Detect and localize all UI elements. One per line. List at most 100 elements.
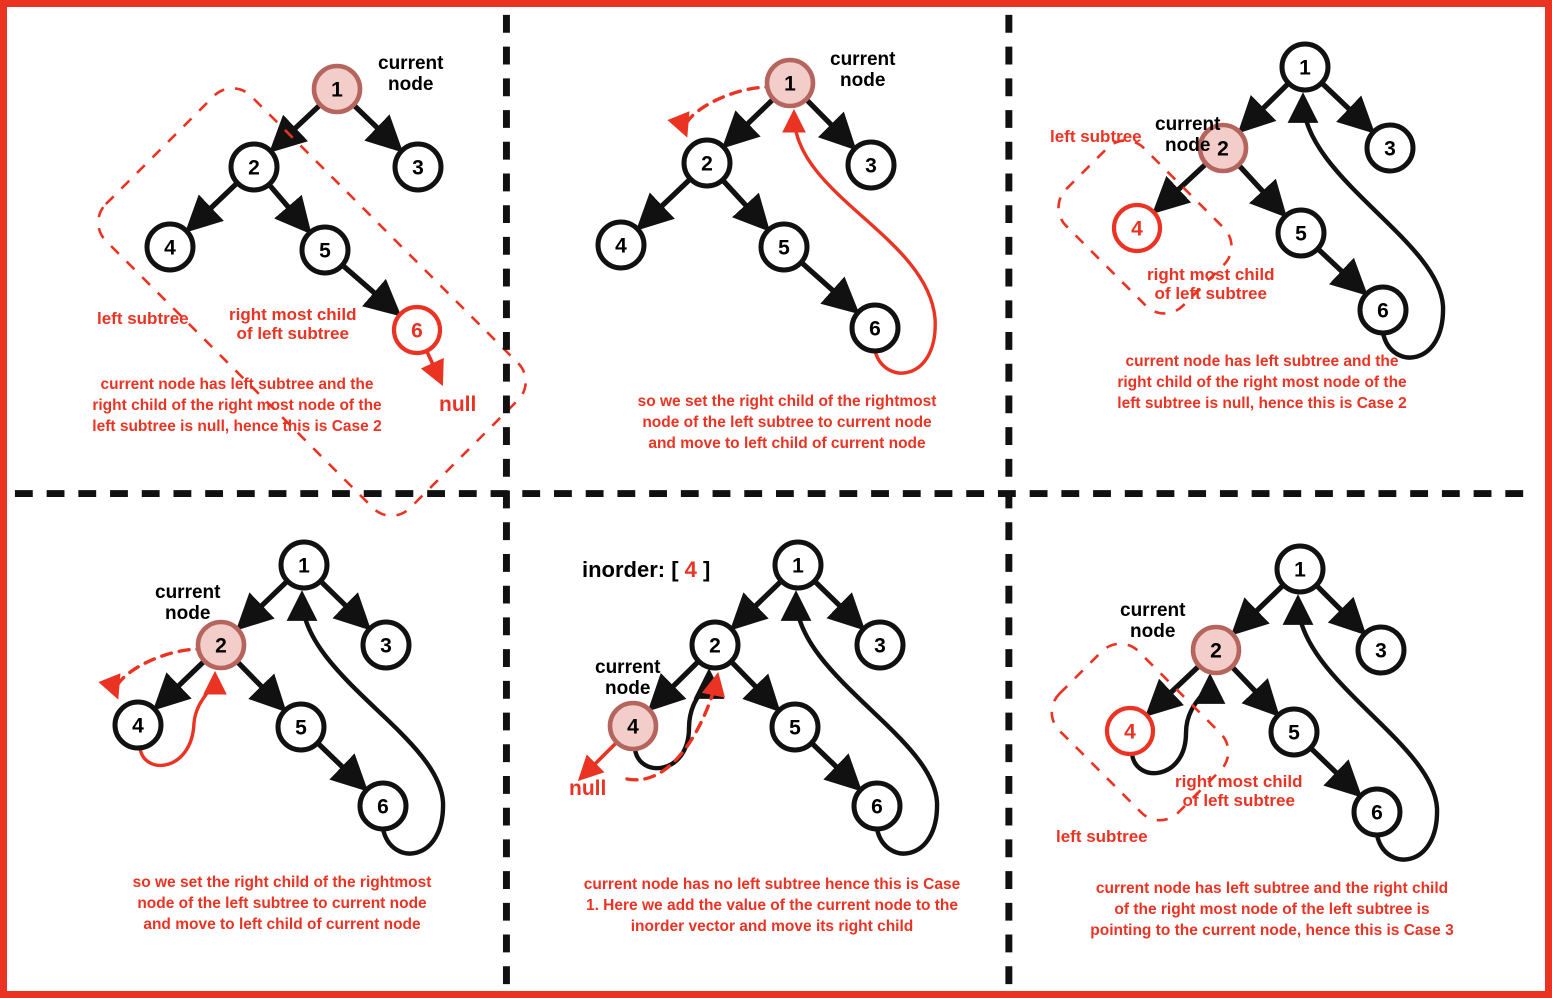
tree-node: 3 (1364, 122, 1416, 174)
node-circle (1275, 207, 1327, 259)
node-circle (607, 700, 659, 752)
node-label: 2 (709, 635, 721, 658)
node-circle (854, 619, 906, 671)
tree-edge (635, 176, 693, 231)
tree-node: 5 (1275, 207, 1327, 259)
tree-edge (729, 659, 781, 713)
node-circle (689, 619, 741, 671)
node-label: 5 (295, 717, 307, 740)
node-label: 1 (784, 73, 796, 96)
node-label: 2 (215, 635, 227, 658)
panel-caption: current node has left subtree and the ri… (1117, 353, 1407, 412)
left-subtree-label: left subtree (97, 309, 189, 328)
node-circle (681, 137, 733, 189)
tree-node: 3 (845, 139, 897, 191)
rightmost-child-label: right most child of left subtree (1175, 772, 1303, 811)
node-circle (1364, 122, 1416, 174)
tree-node: 3 (1355, 624, 1407, 676)
node-label: 3 (1384, 138, 1396, 161)
tree-edge (799, 260, 860, 315)
current-node-label: current node (1120, 600, 1186, 643)
rightmost-child-label: right most child of left subtree (229, 305, 357, 344)
left-subtree-label: left subtree (1056, 827, 1148, 846)
node-label: 6 (871, 796, 883, 819)
tree-edge (235, 659, 287, 713)
null-pointer-arrow (420, 349, 444, 387)
thread-edge-black (1282, 594, 1440, 862)
node-circle (299, 224, 351, 276)
panel-caption: so we set the right child of the rightmo… (132, 874, 432, 933)
node-label: 2 (1210, 640, 1222, 663)
node-circle (1197, 122, 1249, 174)
node-circle (758, 221, 810, 273)
tree-edge (269, 102, 323, 153)
tree-node: 3 (392, 141, 444, 193)
tree-edge (267, 182, 312, 235)
thread-edge-black (286, 590, 446, 856)
node-label: 2 (701, 153, 713, 176)
tree-node: 4 (1104, 705, 1156, 757)
tree-node: 2 (195, 619, 247, 671)
node-circle (1355, 624, 1407, 676)
node-label: 4 (1124, 721, 1136, 744)
tree-node: 6 (849, 302, 901, 354)
tree-node: 1 (1279, 41, 1331, 93)
panel-caption: current node has left subtree and the ri… (92, 376, 382, 435)
node-label: 6 (377, 796, 389, 819)
tree-node: 1 (311, 63, 363, 115)
tree-edge (1314, 583, 1367, 636)
tree-node: 1 (772, 539, 824, 591)
tree-edge (721, 97, 776, 149)
node-circle (1104, 705, 1156, 757)
tree-node: 6 (1357, 284, 1409, 336)
node-circle (849, 302, 901, 354)
tree-edge (804, 97, 857, 151)
dashed-subtree-region (96, 86, 528, 518)
tree-edge (235, 579, 290, 631)
node-label: 1 (298, 555, 310, 578)
node-circle (595, 219, 647, 271)
node-label: 4 (627, 716, 639, 739)
tree-node: 3 (854, 619, 906, 671)
node-label: 2 (248, 157, 260, 180)
node-label: 1 (331, 79, 343, 102)
node-label: 6 (1371, 802, 1383, 825)
node-circle (772, 539, 824, 591)
tree-edge (315, 741, 369, 792)
tree-edge (184, 180, 240, 233)
tree-node: 5 (1268, 706, 1320, 758)
inorder-vector: inorder: [ 4 ] (582, 557, 710, 583)
null-pointer-arrow (577, 741, 618, 782)
tree-edge (318, 579, 372, 631)
panel-caption: current node has no left subtree hence t… (583, 876, 961, 935)
tree-node: 2 (681, 137, 733, 189)
node-circle (1357, 284, 1409, 336)
node-label: 3 (874, 635, 886, 658)
tree-edge (1152, 161, 1209, 214)
tree-node: 5 (275, 701, 327, 753)
node-circle (1190, 624, 1242, 676)
rightmost-child-label: right most child of left subtree (1147, 265, 1275, 304)
tree-node: 3 (360, 619, 412, 671)
node-label: 4 (164, 237, 176, 260)
node-circle (360, 619, 412, 671)
current-node-label: current node (595, 657, 661, 700)
node-label: 5 (778, 237, 790, 260)
node-label: 3 (1375, 640, 1387, 663)
node-circle (1111, 202, 1163, 254)
node-label: 4 (1131, 218, 1143, 241)
tree-edge (729, 579, 784, 631)
node-label: 6 (1377, 300, 1389, 323)
node-label: 3 (865, 155, 877, 178)
node-label: 1 (1294, 559, 1306, 582)
node-label: 4 (615, 235, 627, 258)
node-label: 3 (412, 157, 424, 180)
node-circle (275, 701, 327, 753)
current-node-label: current node (830, 49, 896, 92)
current-node-label: current node (378, 53, 444, 96)
tree-edge (1319, 80, 1376, 134)
text-overlay-layer: current node left subtree right most child… (7, 7, 1545, 991)
node-label: 3 (380, 635, 392, 658)
null-label: null (439, 393, 477, 416)
